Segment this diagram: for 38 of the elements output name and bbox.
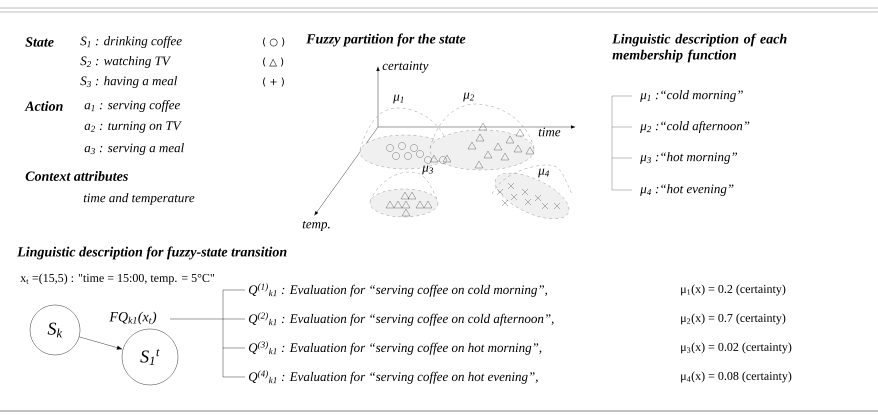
function-label: μ$_{4}$: [538, 168, 550, 178]
function-label: μ$_{1}$: [393, 94, 404, 104]
attribute-text: time and temperature: [84, 193, 194, 205]
symbol: ( ○ ): [263, 38, 284, 46]
heading: Context attributes: [26, 171, 128, 181]
function-label: μ$_{3}$: [422, 166, 433, 174]
certainty-value: μ$_{3}$(x) = 0.02 (certainty): [681, 342, 792, 354]
heading: Fuzzy partition for the state: [306, 34, 466, 46]
state-item: S$_{3}$ : having a meal: [80, 76, 178, 88]
axis-label: time: [538, 128, 560, 136]
symbol: ( △ ): [263, 58, 284, 66]
evaluation-text: Q$^{(4)}$$_{k1}$ : Evaluation for “serving coffee on hot evening”,: [248, 370, 538, 384]
edge-label: FQ$_{k1}$(x$_{t}$): [108, 310, 158, 326]
function-label: μ$_{2}$: [463, 92, 474, 102]
certainty-value: μ$_{4}$(x) = 0.08 (certainty): [681, 372, 792, 382]
function-description: μ$_{4}$ :“hot evening”: [640, 184, 734, 196]
evaluation-text: Q$^{(3)}$$_{k1}$ : Evaluation for “serving coffee on hot morning”,: [248, 341, 542, 355]
arrow: [79, 336, 122, 350]
action-item: a$_{2}$ : turning on TV: [84, 121, 182, 133]
action-item: a$_{1}$ : serving coffee: [84, 100, 180, 112]
axis-label: temp.: [302, 220, 330, 232]
function-description: μ$_{2}$ :“cold afternoon”: [640, 121, 750, 133]
heading: State: [25, 37, 54, 47]
axis-label: certainty: [382, 61, 428, 73]
certainty-value: μ$_{2}$(x) = 0.7 (certainty): [681, 314, 786, 324]
heading: Linguistic description of each membership function: [612, 34, 786, 62]
evaluation-text: Q$^{(1)}$$_{k1}$ : Evaluation for “serving coffee on cold morning”,: [248, 283, 548, 297]
heading: Action: [24, 101, 63, 111]
evaluation-text: Q$^{(2)}$$_{k1}$ : Evaluation for “serving coffee on cold afternoon”,: [248, 312, 554, 326]
heading: Linguistic description for fuzzy-state transition: [17, 246, 286, 260]
function-description: μ$_{3}$ :“hot morning”: [640, 152, 738, 164]
function-description: μ$_{1}$ :“cold morning”: [640, 90, 743, 102]
state-item: S$_{1}$ : drinking coffee: [80, 36, 182, 48]
action-item: a$_{3}$ : serving a meal: [84, 143, 184, 155]
state-item: S$_{2}$ : watching TV: [80, 56, 171, 68]
input-text: x$_{t}$ =(15,5) : "time = 15:00, temp. = 5°C": [20, 274, 214, 284]
certainty-value: μ$_{1}$(x) = 0.2 (certainty): [681, 284, 786, 296]
symbol: ( + ): [263, 78, 284, 86]
